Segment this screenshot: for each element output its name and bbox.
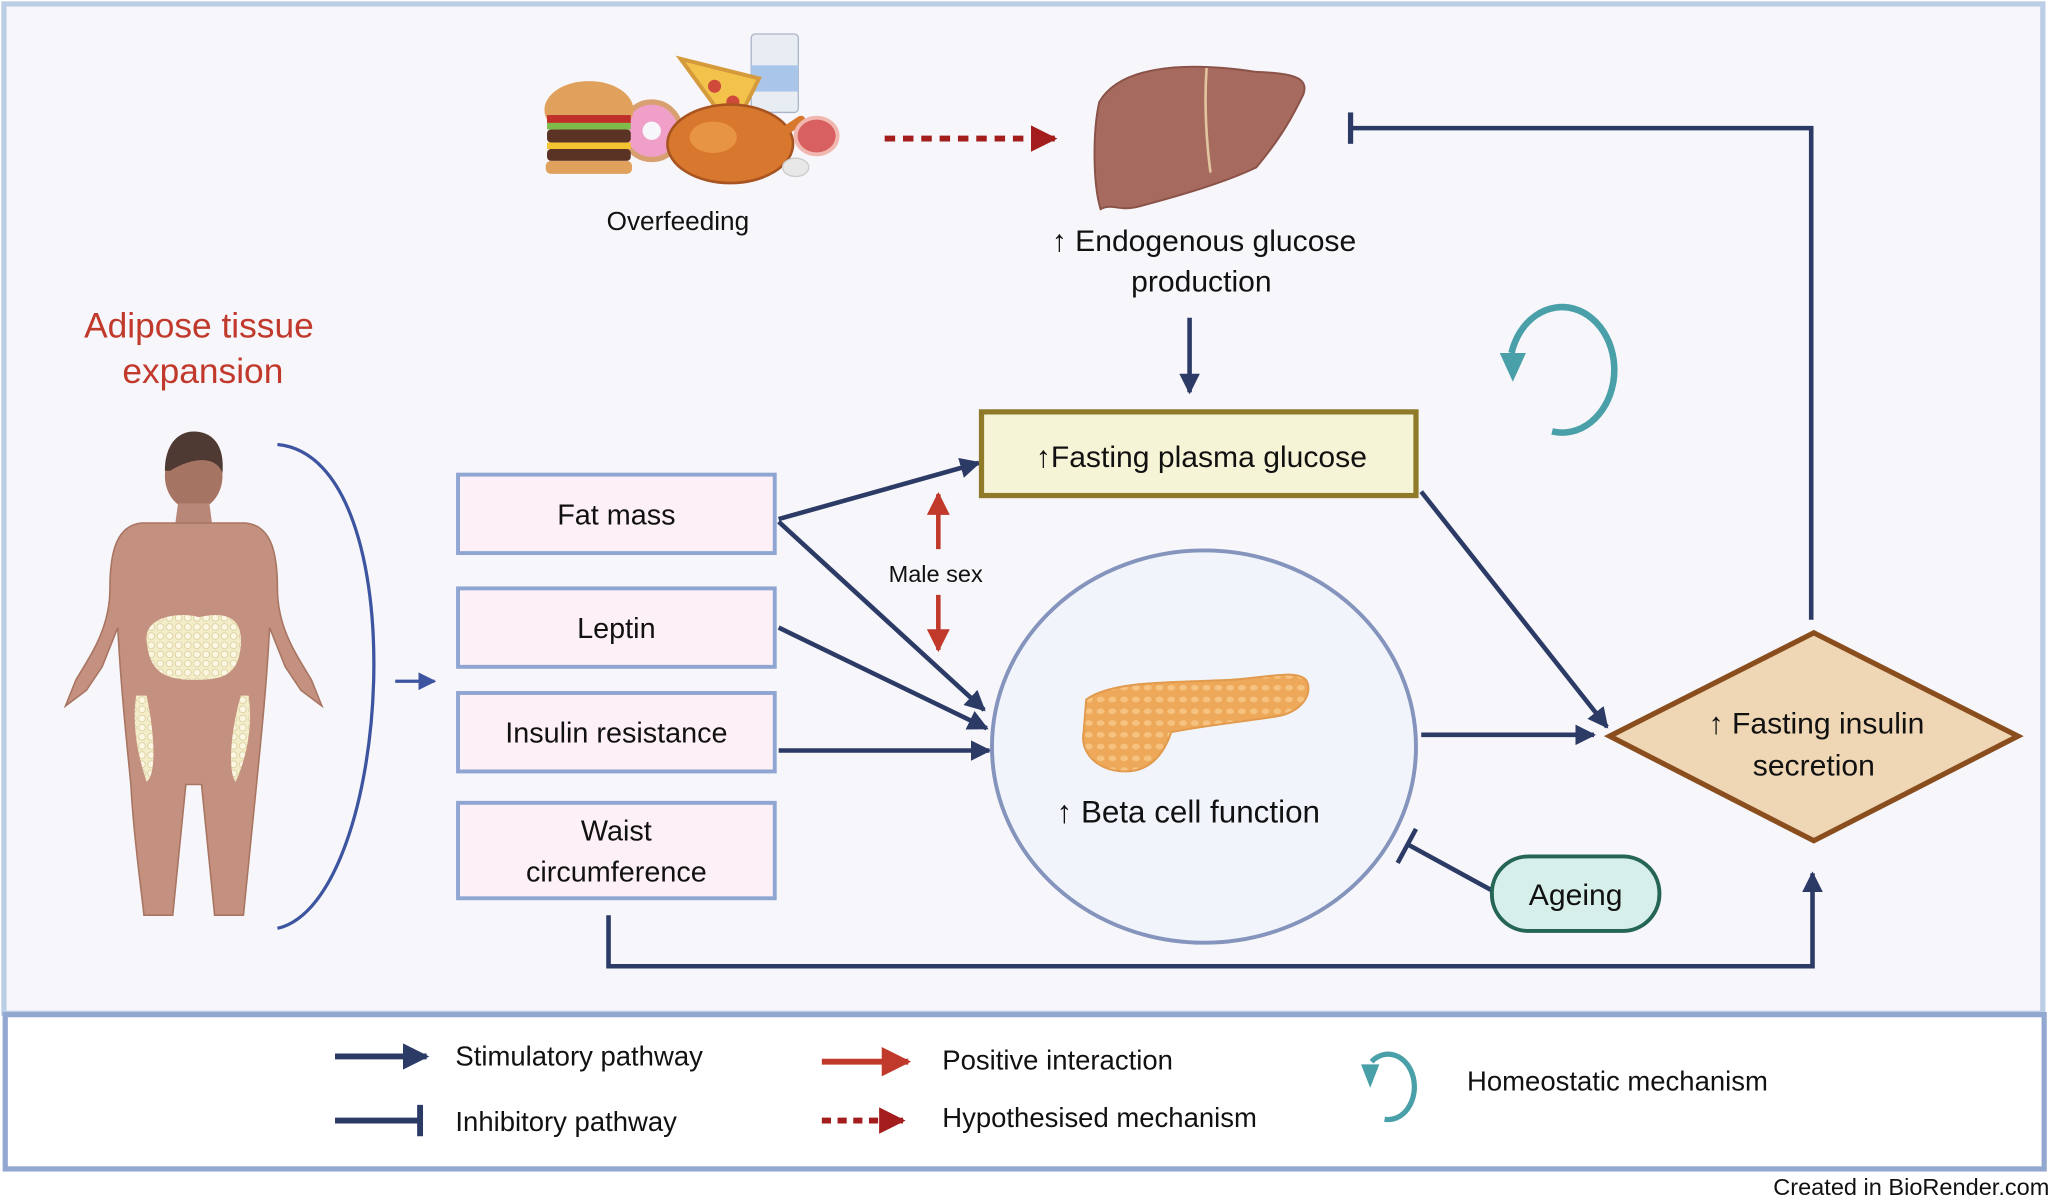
legend-label: Inhibitory pathway [455,1106,677,1137]
legend-label: Homeostatic mechanism [1467,1065,1768,1096]
factor-box-waist-circumference: Waist circumference [456,800,777,901]
legend-homeostatic: Homeostatic mechanism [1361,1051,1768,1123]
insulin-inhibits-liver-line [1350,125,1814,620]
factor-label: Leptin [577,613,655,645]
waist-to-insulin-arrow [606,871,1823,969]
fasting-insulin-diamond: ↑ Fasting insulin secretion [1603,629,2024,844]
beta-cell-label: ↑ Beta cell function [1057,794,1320,829]
overfeeding-label: Overfeeding [607,206,750,236]
liver-label-line-2: production [1131,266,1272,299]
factor-box-fat-mass: Fat mass [456,472,777,556]
food-pile-icon [544,33,840,185]
ageing-inhibits-beta-line [1407,842,1493,893]
legend-hypothesised: Hypothesised mechanism [821,1102,1257,1134]
factor-box-leptin: Leptin [456,586,777,669]
legend-positive: Positive interaction [821,1045,1173,1077]
obese-person-icon [63,431,324,917]
insulin-label-line-2: secretion [1753,749,1875,782]
glucose-to-insulin-arrow [1419,490,1609,729]
factor-label: Fat mass [557,499,675,531]
homeostatic-cycle-icon [1361,1051,1417,1123]
beta-cell-circle: ↑ Beta cell function [990,548,1418,945]
legend-panel [2,1012,2047,1172]
ageing-label: Ageing [1529,879,1623,912]
fatmass-to-glucose-arrow [778,457,981,522]
fasting-glucose-label: ↑Fasting plasma glucose [1036,441,1367,474]
fasting-glucose-box: ↑Fasting plasma glucose [978,409,1419,499]
title-line-2: expansion [122,352,283,391]
homeostatic-cycle-icon [1499,303,1618,436]
insulin-label-line-1: ↑ Fasting insulin [1709,708,1925,741]
main-panel [1,1,2046,1016]
legend-label: Hypothesised mechanism [942,1102,1257,1133]
legend-stimulatory: Stimulatory pathway [335,1041,703,1072]
liver-label-line-1: ↑ Endogenous glucose [1052,225,1356,258]
legend-label: Positive interaction [942,1045,1173,1076]
factor-box-insulin-resistance: Insulin resistance [456,691,777,774]
factor-label: Insulin resistance [505,718,727,750]
fatmass-to-beta-arrow [777,520,986,712]
legend-label: Stimulatory pathway [455,1041,703,1072]
credit-label: Created in BioRender.com [1773,1174,2049,1199]
factor-label-line-2: circumference [526,856,707,888]
title-line-1: Adipose tissue [84,306,314,345]
factor-label-line-1: Waist [581,816,652,848]
bracket [277,442,376,930]
inhibition-bar [1395,827,1419,865]
ageing-pill: Ageing [1489,854,1662,933]
leptin-to-beta-arrow [777,625,989,731]
pancreas-icon [1082,673,1310,773]
male-sex-label: Male sex [889,561,983,587]
liver-icon [1093,65,1306,211]
legend-inhibitory: Inhibitory pathway [335,1104,677,1137]
